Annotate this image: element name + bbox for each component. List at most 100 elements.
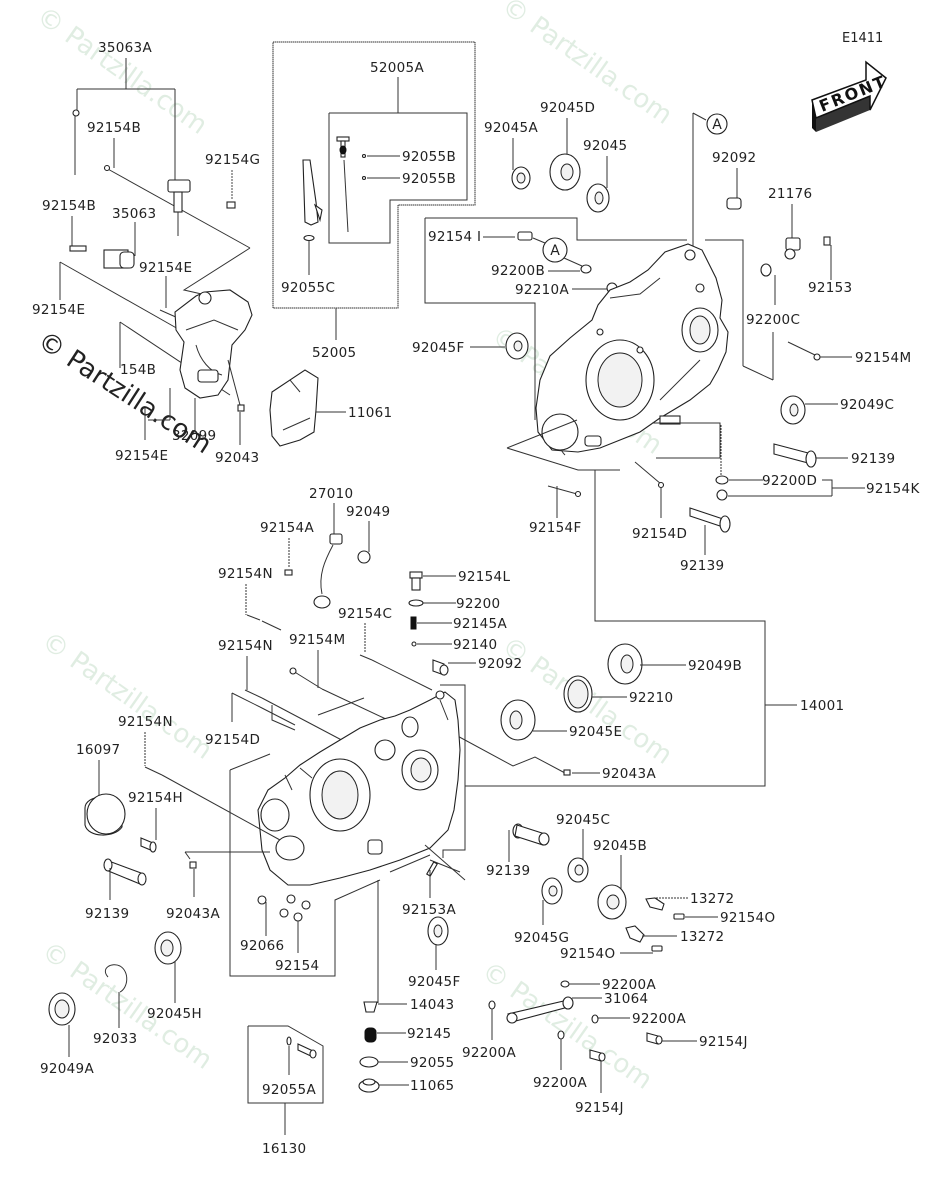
part-label-92043A[interactable]: 92043A xyxy=(602,766,656,782)
part-label-92049A[interactable]: 92049A xyxy=(40,1061,94,1077)
part-label-92154O[interactable]: 92154O xyxy=(560,946,615,962)
part-label-92139[interactable]: 92139 xyxy=(486,863,530,879)
part-label-92154E[interactable]: 92154E xyxy=(139,260,192,276)
part-label-16130[interactable]: 16130 xyxy=(262,1141,306,1157)
oil-pump-body xyxy=(174,289,253,399)
part-label-92045[interactable]: 92045 xyxy=(583,138,627,154)
part-label-92200A[interactable]: 92200A xyxy=(533,1075,587,1091)
part-label-92154E[interactable]: 92154E xyxy=(115,448,168,464)
lower-left-parts: 92045H 92033 92049A xyxy=(40,931,202,1077)
right-side-parts: 92092 21176 92153 92200C 92154M 92049C 9… xyxy=(680,150,920,574)
part-label-92045C[interactable]: 92045C xyxy=(556,812,610,828)
part-label-92153[interactable]: 92153 xyxy=(808,280,852,296)
part-label-31064[interactable]: 31064 xyxy=(604,991,648,1007)
part-label-92055B[interactable]: 92055B xyxy=(402,171,456,187)
part-label-92210A[interactable]: 92210A xyxy=(515,282,569,298)
part-label-92045G[interactable]: 92045G xyxy=(514,930,569,946)
part-label-92139[interactable]: 92139 xyxy=(851,451,895,467)
part-label-92092[interactable]: 92092 xyxy=(712,150,756,166)
part-label-92055C[interactable]: 92055C xyxy=(281,280,335,296)
part-label-52005A[interactable]: 52005A xyxy=(370,60,424,76)
part-label-92049B[interactable]: 92049B xyxy=(688,658,742,674)
part-label-92154D[interactable]: 92154D xyxy=(205,732,260,748)
part-label-92154[interactable]: 92154 xyxy=(275,958,319,974)
part-label-92045F[interactable]: 92045F xyxy=(408,974,461,990)
part-label-92200C[interactable]: 92200C xyxy=(746,312,800,328)
part-label-21176[interactable]: 21176 xyxy=(768,186,812,202)
diagram-code: E1411 xyxy=(842,31,883,46)
part-label-92045A[interactable]: 92045A xyxy=(484,120,538,136)
part-label-92043A[interactable]: 92043A xyxy=(166,906,220,922)
watermark-text: © Partzilla.com xyxy=(36,626,218,766)
part-label-92049C[interactable]: 92049C xyxy=(840,397,894,413)
middle-parts: 27010 92049 92154A 92154N 92154L 92200 9… xyxy=(205,486,742,782)
part-label-92154J[interactable]: 92154J xyxy=(699,1034,748,1050)
part-label-92154C[interactable]: 92154C xyxy=(338,606,392,622)
part-label-92145A[interactable]: 92145A xyxy=(453,616,507,632)
part-label-92154D[interactable]: 92154D xyxy=(632,526,687,542)
part-label-92154M[interactable]: 92154M xyxy=(855,350,911,366)
part-label-92154N[interactable]: 92154N xyxy=(218,638,273,654)
part-label-13272[interactable]: 13272 xyxy=(680,929,724,945)
part-label-92154O[interactable]: 92154O xyxy=(720,910,775,926)
part-label-11065[interactable]: 11065 xyxy=(410,1078,454,1094)
part-label-92145[interactable]: 92145 xyxy=(407,1026,451,1042)
part-label-92154M[interactable]: 92154M xyxy=(289,632,345,648)
right-crankcase-group: 92154 I A 92200B 92210A 92045F A xyxy=(412,112,844,787)
part-label-92043[interactable]: 92043 xyxy=(215,450,259,466)
part-label-92154F[interactable]: 92154F xyxy=(529,520,582,536)
part-label-92045B[interactable]: 92045B xyxy=(593,838,647,854)
part-label-92154H[interactable]: 92154H xyxy=(128,790,183,806)
part-label-92139[interactable]: 92139 xyxy=(680,558,724,574)
part-label-92154L[interactable]: 92154L xyxy=(458,569,510,585)
bearings-top: 92045A 92045D 92045 xyxy=(484,100,627,213)
part-label-92045D[interactable]: 92045D xyxy=(540,100,595,116)
part-label-14001[interactable]: 14001 xyxy=(800,698,844,714)
part-label-92200D[interactable]: 92200D xyxy=(762,473,817,489)
part-label-92045F[interactable]: 92045F xyxy=(412,340,465,356)
part-label-35063[interactable]: 35063 xyxy=(112,206,156,222)
part-label-92200A[interactable]: 92200A xyxy=(632,1011,686,1027)
part-label-92055B[interactable]: 92055B xyxy=(402,149,456,165)
part-label-92154A[interactable]: 92154A xyxy=(260,520,314,536)
part-label-92154K[interactable]: 92154K xyxy=(866,481,920,497)
part-label-92153A[interactable]: 92153A xyxy=(402,902,456,918)
oil-pump-group: 35063A 92154B 92154G 92154B 35063 92154E… xyxy=(32,40,260,466)
cover-plate-11061: 11061 xyxy=(269,369,392,447)
part-label-92055[interactable]: 92055 xyxy=(410,1055,454,1071)
part-label-92139[interactable]: 92139 xyxy=(85,906,129,922)
part-label-92200B[interactable]: 92200B xyxy=(491,263,545,279)
part-label-13272[interactable]: 13272 xyxy=(690,891,734,907)
part-label-27010[interactable]: 27010 xyxy=(309,486,353,502)
part-label-92154G[interactable]: 92154G xyxy=(205,152,260,168)
part-label-92140[interactable]: 92140 xyxy=(453,637,497,653)
part-label-92200A[interactable]: 92200A xyxy=(462,1045,516,1061)
part-label-92154E[interactable]: 92154E xyxy=(32,302,85,318)
part-label-92066[interactable]: 92066 xyxy=(240,938,284,954)
part-label-92154N[interactable]: 92154N xyxy=(218,566,273,582)
part-label-11061[interactable]: 11061 xyxy=(348,405,392,421)
part-label-35063A[interactable]: 35063A xyxy=(98,40,152,56)
part-label-92200[interactable]: 92200 xyxy=(456,596,500,612)
part-label-154B[interactable]: 154B xyxy=(120,362,156,378)
part-label-92049[interactable]: 92049 xyxy=(346,504,390,520)
part-label-92154I[interactable]: 92154 I xyxy=(428,229,481,245)
part-label-92210[interactable]: 92210 xyxy=(629,690,673,706)
part-label-92055A[interactable]: 92055A xyxy=(262,1082,316,1098)
part-label-14043[interactable]: 14043 xyxy=(410,997,454,1013)
part-label-92045E[interactable]: 92045E xyxy=(569,724,622,740)
part-label-32099[interactable]: 32099 xyxy=(172,428,216,444)
part-label-92200A[interactable]: 92200A xyxy=(602,977,656,993)
left-crankcase-body xyxy=(257,690,461,886)
part-label-92092[interactable]: 92092 xyxy=(478,656,522,672)
part-label-92154B[interactable]: 92154B xyxy=(42,198,96,214)
part-label-92045H[interactable]: 92045H xyxy=(147,1006,202,1022)
part-label-92154J[interactable]: 92154J xyxy=(575,1100,624,1116)
watermarks: © Partzilla.com © Partzilla.com © Partzi… xyxy=(31,0,678,1096)
part-label-92033[interactable]: 92033 xyxy=(93,1031,137,1047)
part-label-92154B[interactable]: 92154B xyxy=(87,120,141,136)
part-label-52005[interactable]: 52005 xyxy=(312,345,356,361)
part-label-16097[interactable]: 16097 xyxy=(76,742,120,758)
part-label-92154N[interactable]: 92154N xyxy=(118,714,173,730)
